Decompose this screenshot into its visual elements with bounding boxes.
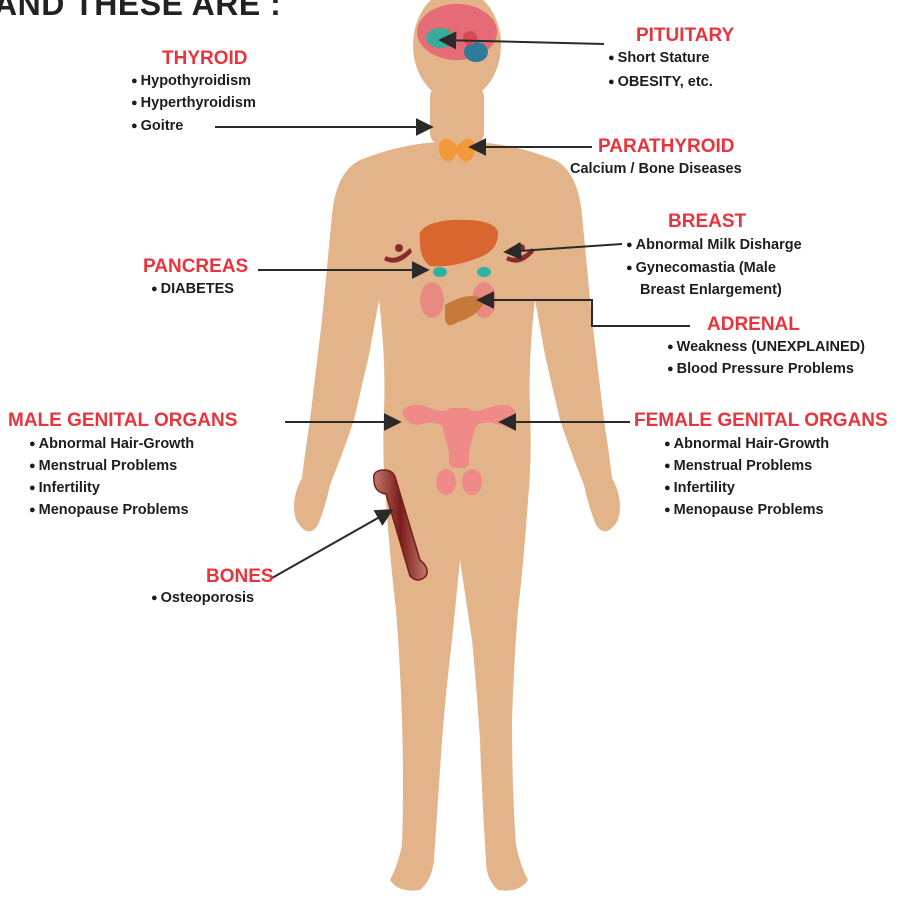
thyroid-item: Goitre	[131, 116, 183, 137]
male-genital-heading: MALE GENITAL ORGANS	[8, 410, 237, 432]
male-genital-item: Abnormal Hair-Growth	[29, 434, 194, 455]
bones-heading: BONES	[206, 566, 274, 588]
adrenal-item: Blood Pressure Problems	[667, 359, 854, 380]
pancreas-item: DIABETES	[151, 279, 234, 300]
breast-item: Abnormal Milk Disharge	[626, 235, 802, 256]
breast-item-continued: Breast Enlargement)	[640, 280, 782, 300]
female-genital-item: Infertility	[664, 478, 735, 499]
page-title: AND THESE ARE :	[0, 0, 281, 23]
pituitary-item: Short Stature	[608, 48, 710, 69]
breast-item: Gynecomastia (Male	[626, 258, 776, 279]
female-genital-item: Menopause Problems	[664, 500, 824, 521]
female-genital-heading: FEMALE GENITAL ORGANS	[634, 410, 888, 432]
bones-item: Osteoporosis	[151, 588, 254, 609]
female-genital-item: Menstrual Problems	[664, 456, 812, 477]
male-genital-item: Menopause Problems	[29, 500, 189, 521]
pituitary-heading: PITUITARY	[636, 25, 734, 47]
arrow-bones	[272, 510, 392, 578]
female-genital-item: Abnormal Hair-Growth	[664, 434, 829, 455]
breast-heading: BREAST	[668, 211, 746, 233]
adrenal-item: Weakness (UNEXPLAINED)	[667, 337, 865, 358]
pancreas-heading: PANCREAS	[143, 256, 248, 278]
thyroid-item: Hyperthyroidism	[131, 93, 256, 114]
thyroid-item: Hypothyroidism	[131, 71, 251, 92]
adrenal-heading: ADRENAL	[707, 314, 800, 336]
pituitary-item: OBESITY, etc.	[608, 72, 713, 93]
thyroid-heading: THYROID	[162, 48, 248, 70]
parathyroid-note: Calcium / Bone Diseases	[570, 159, 742, 179]
male-genital-item: Menstrual Problems	[29, 456, 177, 477]
male-genital-item: Infertility	[29, 478, 100, 499]
parathyroid-heading: PARATHYROID	[598, 136, 735, 158]
